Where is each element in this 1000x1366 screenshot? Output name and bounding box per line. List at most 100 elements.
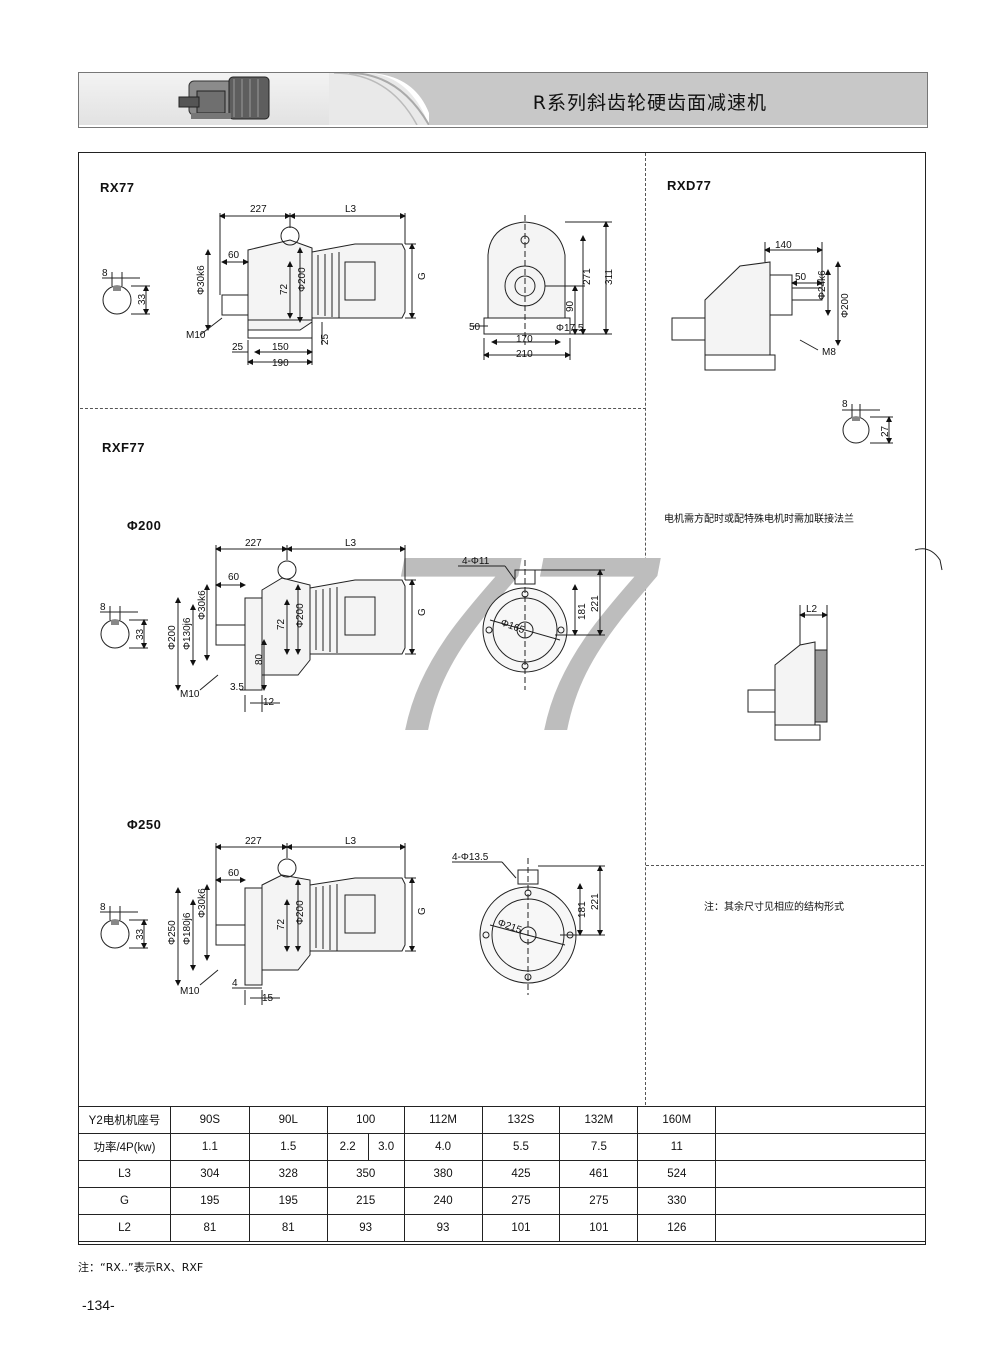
dim-rxf250-G: G <box>417 907 428 915</box>
dim-rx77-190: 190 <box>272 358 289 369</box>
table-cell: 81 <box>248 1214 328 1242</box>
table-cell: 101 <box>559 1214 639 1242</box>
table-cell: 2.2 <box>326 1133 369 1161</box>
reducer-photo <box>79 73 329 125</box>
banner-swoosh <box>329 73 429 125</box>
drawing-frame <box>78 152 926 1245</box>
dim-rxf200-3-5: 3.5 <box>230 682 244 693</box>
dim-rx77-311: 311 <box>604 269 615 285</box>
dim-rx77-25a: 25 <box>232 342 244 353</box>
table-cell: 3.0 <box>367 1133 405 1161</box>
table-cell: 5.5 <box>481 1133 561 1161</box>
table-cell: 11 <box>637 1133 717 1161</box>
row-label: G <box>78 1187 171 1215</box>
dim-rxf250-200: Φ200 <box>295 900 306 925</box>
note-other-dims: 注：其余尺寸见相应的结构形式 <box>704 902 844 913</box>
reducer-photo-icon <box>178 76 270 120</box>
dim-rxf250-221: 221 <box>590 893 601 910</box>
table-cell: 93 <box>403 1214 483 1242</box>
dim-rx77-k33: 33 <box>137 293 148 305</box>
dim-rxf250-L3: L3 <box>345 836 357 847</box>
dim-rxf200-L3: L3 <box>345 538 357 549</box>
dim-rxf200-30k6: Φ30k6 <box>197 590 208 620</box>
dim-rxd77-200: Φ200 <box>840 293 851 318</box>
dim-rxf200-G: G <box>417 608 428 616</box>
dim-rxf200-holes: 4-Φ11 <box>462 556 490 567</box>
dim-rx77-170: 170 <box>516 334 533 345</box>
dim-rxf250-k33: 33 <box>135 928 146 940</box>
table-cell: 132S <box>481 1106 561 1134</box>
divider-rx77 <box>80 408 646 409</box>
dim-rxd77-k27: 27 <box>880 425 891 437</box>
dim-rxd77-50: 50 <box>795 272 807 283</box>
dim-rx77-30k6: Φ30k6 <box>196 265 207 295</box>
table-cell: 126 <box>637 1214 717 1242</box>
dim-rxf200-200: Φ200 <box>167 625 178 650</box>
dim-rxf250-4: 4 <box>232 978 238 989</box>
dim-rx77-G: G <box>417 272 428 280</box>
dim-rxf250-holes: 4-Φ13.5 <box>452 852 489 863</box>
table-row: L2 81 81 93 93 101 101 126 <box>78 1214 926 1242</box>
dim-rx77-50: 50 <box>469 322 481 333</box>
table-cell: 350 <box>326 1160 405 1188</box>
label-phi250: Φ250 <box>127 817 162 832</box>
table-row: Y2电机机座号 90S 90L 100 112M 132S 132M 160M <box>78 1106 926 1134</box>
dim-rxd77-m8: M8 <box>822 347 836 358</box>
table-cell: 380 <box>403 1160 483 1188</box>
table-cell: 195 <box>169 1187 250 1215</box>
dim-rxf200-80: 80 <box>254 653 265 665</box>
page-title: R系列斜齿轮硬齿面减速机 <box>532 92 767 114</box>
dim-rx77-271: 271 <box>582 268 593 285</box>
page-number: -134- <box>82 1297 115 1313</box>
dim-rx77-25b: 25 <box>320 333 331 345</box>
table-cell: 81 <box>169 1214 250 1242</box>
dim-rxf250-72: 72 <box>276 918 287 930</box>
dim-rxf200-221: 221 <box>590 595 601 612</box>
table-cell: 1.1 <box>169 1133 250 1161</box>
table-row: 功率/4P(kw) 1.1 1.5 2.2 3.0 4.0 5.5 7.5 11 <box>78 1133 926 1161</box>
rx77-drawing <box>102 213 612 365</box>
row-label: L3 <box>78 1160 171 1188</box>
table-cell: 90S <box>169 1106 250 1134</box>
dim-rx77-k8: 8 <box>102 268 108 279</box>
dim-rxf200-k33: 33 <box>135 628 146 640</box>
dim-rxf250-60: 60 <box>228 868 240 879</box>
table-cell: 100 <box>326 1106 405 1134</box>
dim-rxf200-200b: Φ200 <box>295 603 306 628</box>
dim-rxd77-L2: L2 <box>806 604 818 615</box>
dim-rx77-17-5: Φ17.5 <box>556 323 584 334</box>
table-cell: 330 <box>637 1187 717 1215</box>
row-label: 功率/4P(kw) <box>78 1133 171 1161</box>
dim-rx77-150: 150 <box>272 342 289 353</box>
table-cell: 1.5 <box>248 1133 328 1161</box>
rxf200-drawing <box>100 545 605 712</box>
dim-rxf200-60: 60 <box>228 572 240 583</box>
table-cell-empty <box>715 1160 926 1188</box>
footnote: 注：“RX..”表示RX、RXF <box>78 1261 204 1274</box>
dim-rxf250-15: 15 <box>262 993 274 1004</box>
dim-rxf250-181: 181 <box>577 901 588 918</box>
table-cell: 275 <box>481 1187 561 1215</box>
dim-rx77-L3: L3 <box>345 204 357 215</box>
table-cell: 524 <box>637 1160 717 1188</box>
table-cell: 425 <box>481 1160 561 1188</box>
table-cell: 275 <box>559 1187 639 1215</box>
dim-rxf200-m10: M10 <box>180 689 200 700</box>
table-cell: 7.5 <box>559 1133 639 1161</box>
table-cell: 195 <box>248 1187 328 1215</box>
dim-rxf250-250: Φ250 <box>167 920 178 945</box>
dim-rx77-60: 60 <box>228 250 240 261</box>
label-rxf77: RXF77 <box>102 440 145 455</box>
dim-rx77-m10: M10 <box>186 330 206 341</box>
label-rx77: RX77 <box>100 180 135 195</box>
row-label: Y2电机机座号 <box>78 1106 171 1134</box>
dim-rxf250-k8: 8 <box>100 902 106 913</box>
divider-right <box>646 865 924 866</box>
dim-rxf250-227: 227 <box>245 836 262 847</box>
table-cell-empty <box>715 1214 926 1242</box>
table-cell: 112M <box>403 1106 483 1134</box>
dim-rx77-210: 210 <box>516 349 533 360</box>
table-cell-empty <box>715 1106 926 1134</box>
dim-rxd77-k8: 8 <box>842 399 848 410</box>
